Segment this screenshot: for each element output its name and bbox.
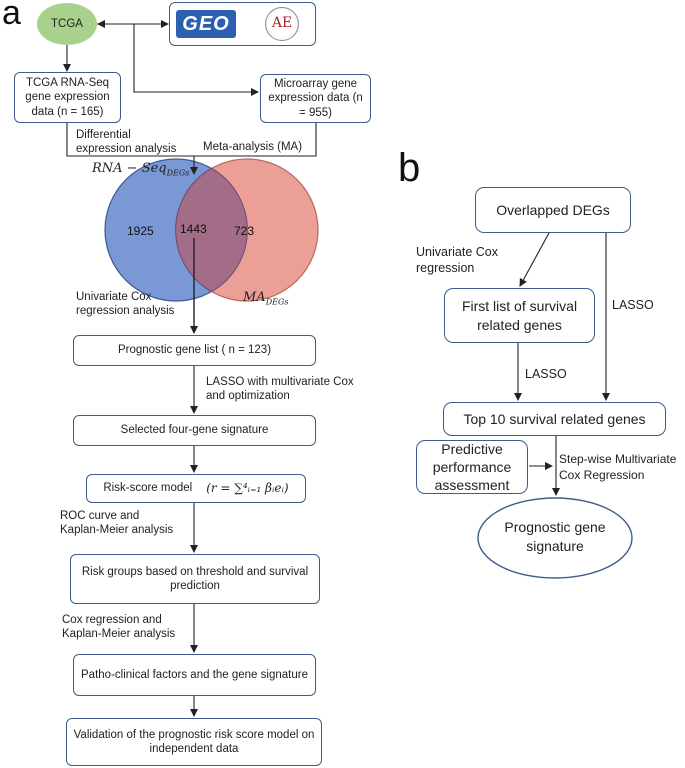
lasso-multivariate-label: LASSO with multivariate Cox and optimiza…: [206, 376, 354, 403]
risk-score-model-box: Risk-score model (r = ∑⁴ᵢ₌₁ βᵢeᵢ): [86, 474, 306, 503]
first-list-text: First list of survival related genes: [461, 298, 578, 333]
validation-text: Validation of the prognostic risk score …: [73, 728, 315, 755]
venn-left-title: RNA − SeqDEGs: [92, 161, 189, 178]
tcga-label: TCGA: [51, 18, 83, 30]
predictive-performance-box: Predictive performance assessment: [416, 440, 528, 494]
patho-clinical-box: Patho-clinical factors and the gene sign…: [73, 654, 316, 696]
cox-km-label: Cox regression and Kaplan-Meier analysis: [62, 614, 176, 641]
top10-genes-text: Top 10 survival related genes: [463, 410, 646, 427]
geo-logo-icon: GEO: [176, 10, 236, 38]
tcga-geo-left-head: [97, 20, 105, 28]
four-gene-signature-box: Selected four-gene signature: [73, 415, 316, 446]
ae-logo-text: AE: [271, 15, 293, 31]
lasso-right-label: LASSO: [612, 298, 654, 312]
panel-b-letter: b: [398, 146, 421, 190]
venn-left-title-sub: DEGs: [166, 168, 190, 178]
lasso-mid-label: LASSO: [525, 367, 567, 381]
venn-right-title-main: MA: [243, 290, 266, 305]
four-gene-signature-text: Selected four-gene signature: [120, 424, 269, 437]
venn-overlap-count: 1443: [180, 222, 207, 236]
venn-right-count: 723: [234, 224, 255, 238]
geo-to-microarray-arrow: [133, 24, 259, 96]
venn-right-title-sub: DEGs: [265, 297, 289, 307]
tcga-node: TCGA: [37, 3, 97, 45]
geo-logo-text: GEO: [182, 13, 230, 35]
roc-km-label: ROC curve and Kaplan-Meier analysis: [60, 510, 174, 537]
risk-groups-text: Risk groups based on threshold and survi…: [81, 565, 309, 592]
database-logos-box: GEO AE: [169, 2, 316, 46]
venn-left-title-main: RNA − Seq: [92, 161, 167, 176]
microarray-data-text: Microarray gene expression data (n = 955…: [268, 77, 363, 119]
arrayexpress-logo-icon: AE: [265, 7, 299, 41]
stepwise-cox-label: Step-wise Multivariate Cox Regression: [559, 452, 677, 482]
venn-left-count: 1925: [127, 224, 154, 238]
prognostic-gene-list-box: Prognostic gene list ( n = 123): [73, 335, 316, 366]
venn-right-title: MADEGs: [243, 290, 288, 307]
overlapped-degs-box: Overlapped DEGs: [475, 187, 631, 233]
microarray-data-box: Microarray gene expression data (n = 955…: [260, 74, 371, 123]
rnaseq-data-box: TCGA RNA-Seq gene expression data (n = 1…: [14, 72, 121, 123]
overlapped-to-first-arrow: [519, 232, 550, 287]
overlapped-degs-text: Overlapped DEGs: [496, 201, 610, 218]
prognostic-signature-text: Prognostic gene signature: [504, 519, 606, 554]
prognostic-gene-list-text: Prognostic gene list ( n = 123): [117, 344, 272, 357]
univariate-cox-regression-label: Univariate Cox regression: [416, 245, 498, 276]
validation-box: Validation of the prognostic risk score …: [66, 718, 322, 766]
first-list-box: First list of survival related genes: [444, 288, 595, 343]
panel-a-letter: a: [2, 0, 21, 32]
prognostic-signature-ellipse: [477, 497, 633, 579]
univariate-cox-analysis-label: Univariate Cox regression analysis: [76, 291, 175, 318]
meta-analysis-label: Meta-analysis (MA): [203, 141, 303, 153]
risk-score-model-text: Risk-score model: [103, 482, 193, 495]
top10-genes-box: Top 10 survival related genes: [443, 402, 666, 436]
patho-clinical-text: Patho-clinical factors and the gene sign…: [81, 668, 308, 681]
predictive-performance-text: Predictive performance assessment: [432, 440, 512, 494]
risk-formula: (r = ∑⁴ᵢ₌₁ βᵢeᵢ): [206, 481, 289, 495]
risk-groups-box: Risk groups based on threshold and survi…: [70, 554, 320, 604]
differential-expression-label: Differential expression analysis: [76, 129, 177, 156]
rnaseq-merge-line: [66, 123, 317, 157]
rnaseq-data-text: TCGA RNA-Seq gene expression data (n = 1…: [25, 76, 110, 118]
